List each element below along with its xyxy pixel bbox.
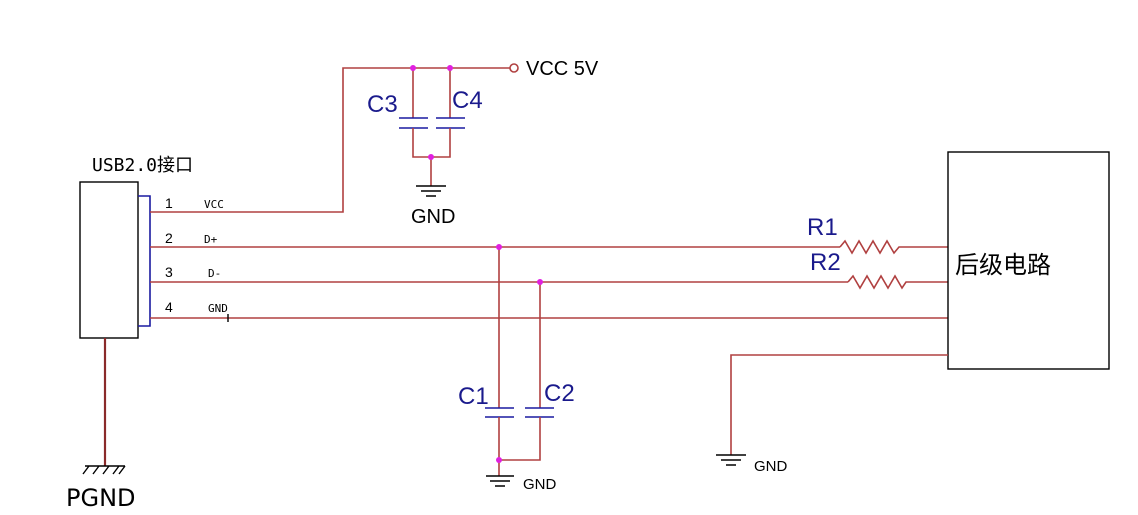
c1-c2-top-leads bbox=[498, 247, 541, 408]
pin-1-number: 1 bbox=[165, 195, 173, 211]
r1-resistor bbox=[839, 239, 948, 255]
vcc-label: VCC 5V bbox=[526, 58, 599, 80]
junction-dot bbox=[496, 244, 502, 250]
gnd-right-label: GND bbox=[754, 458, 788, 475]
r2-label: R2 bbox=[810, 249, 841, 276]
r2-resistor bbox=[847, 274, 948, 290]
pin-2-name: D+ bbox=[204, 233, 218, 246]
pin-4-name: GND bbox=[208, 302, 228, 315]
gnd-top-symbol bbox=[416, 185, 446, 197]
gnd-right-symbol bbox=[716, 454, 746, 466]
pin-2-number: 2 bbox=[165, 230, 173, 246]
c1-c2-bottom-leads bbox=[498, 417, 541, 476]
c3-plates bbox=[399, 117, 428, 129]
usb-connector-title: USB2.0接口 bbox=[92, 155, 193, 176]
gnd-bottom-label: GND bbox=[523, 476, 557, 493]
vcc-terminal bbox=[509, 63, 519, 73]
c4-plates bbox=[436, 117, 465, 129]
vcc-wire bbox=[150, 67, 510, 213]
pin-4-number: 4 bbox=[165, 299, 173, 315]
c1-plates bbox=[485, 407, 514, 418]
downstream-circuit-block bbox=[947, 151, 1110, 370]
c2-label: C2 bbox=[544, 380, 575, 407]
gnd-right-wire bbox=[730, 354, 948, 455]
r1-label: R1 bbox=[807, 214, 838, 241]
junction-dot bbox=[447, 65, 453, 71]
pgnd-chassis-symbol bbox=[82, 465, 126, 475]
junction-dot bbox=[496, 457, 502, 463]
gnd-top-label: GND bbox=[411, 206, 455, 228]
junction-dot bbox=[537, 279, 543, 285]
c3-label: C3 bbox=[367, 91, 398, 118]
c2-plates bbox=[525, 407, 554, 418]
pin-3-name: D- bbox=[208, 267, 221, 280]
c4-label: C4 bbox=[452, 87, 483, 114]
pin-3-number: 3 bbox=[165, 264, 173, 280]
c3-c4-top-leads bbox=[412, 68, 451, 118]
pin-1-name: VCC bbox=[204, 198, 224, 211]
c1-label: C1 bbox=[458, 383, 489, 410]
usb-connector-body bbox=[79, 181, 139, 339]
junction-dot bbox=[428, 154, 434, 160]
pin-bracket bbox=[138, 195, 151, 327]
gnd-bottom-symbol bbox=[486, 475, 514, 487]
junction-dot bbox=[410, 65, 416, 71]
downstream-circuit-label: 后级电路 bbox=[955, 251, 1051, 279]
pgnd-label: PGND bbox=[66, 484, 136, 512]
